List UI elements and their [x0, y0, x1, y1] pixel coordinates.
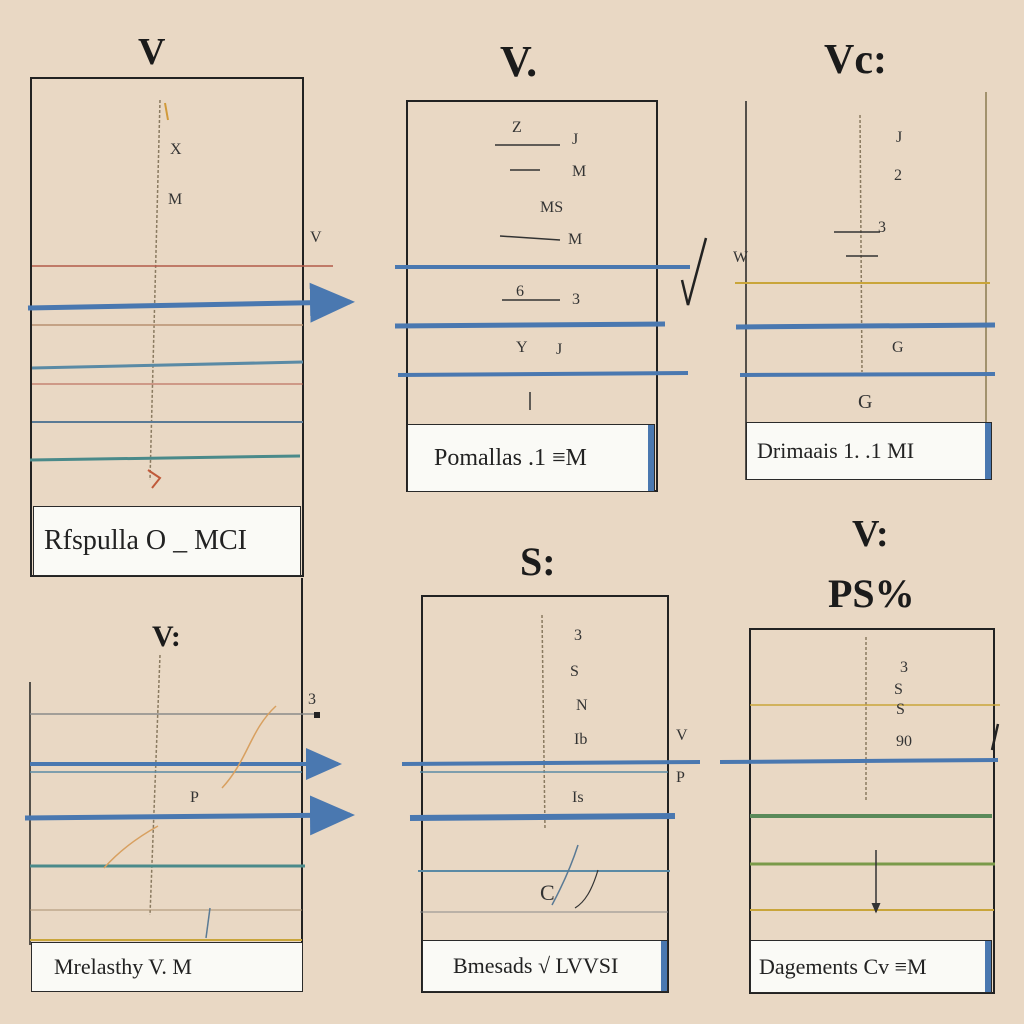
- panel-1-axis: [149, 99, 161, 481]
- panel-2-label-1: Z: [512, 119, 522, 136]
- panel-4: 3 P: [24, 578, 355, 990]
- panel-5-heading: S:: [520, 539, 556, 584]
- panel-3-label-1: J: [896, 129, 902, 146]
- panel-1-label-2: M: [168, 191, 182, 208]
- panel-4-label-1: 3: [308, 691, 316, 708]
- panel-2-blue-line-c: [397, 371, 689, 377]
- panel-6-heading: V:: [852, 513, 889, 555]
- panel-4-caption-text: Mrelasthy V. M: [54, 954, 192, 979]
- panel-5-label-7: P: [676, 769, 685, 786]
- panel-6-subheading: PS%: [828, 571, 915, 616]
- panel-1-line-c: [31, 360, 304, 370]
- panel-5-label-1: 3: [574, 627, 582, 644]
- panel-2-tick-3: [499, 235, 561, 241]
- panel-5-label-3: N: [576, 697, 588, 714]
- panel-2-heading: V.: [500, 37, 538, 86]
- panel-3-heading: Vc:: [824, 37, 887, 83]
- panel-6-frame: [749, 628, 995, 994]
- panel-2-caption: Pomallas .1 ≡M: [407, 424, 655, 492]
- panel-1-squiggle: [147, 469, 162, 489]
- panel-2-label-7: 3: [572, 291, 580, 308]
- panel-5-label-5: V: [676, 727, 688, 744]
- panel-2: Z J M MS M 6 3 Y J: [394, 100, 708, 492]
- panel-6-check: [990, 723, 1000, 751]
- panel-2-label-6: 6: [516, 283, 524, 300]
- panel-4-tick: [205, 907, 211, 939]
- panel-2-label-9: J: [556, 341, 562, 358]
- panel-5-axis: [541, 614, 546, 831]
- panel-5-label-6: Is: [572, 789, 584, 806]
- panel-1-line-f: [29, 454, 301, 462]
- panel-5-label-8: C: [540, 880, 555, 905]
- panel-6-label-4: 90: [896, 733, 912, 750]
- panel-5-label-2: S: [570, 663, 579, 680]
- panel-4-marker: [314, 712, 320, 718]
- panel-5: 3 S N Ib V Is P C: [401, 595, 701, 993]
- panel-4-heading: V:: [152, 620, 181, 653]
- panel-2-check-mark: [680, 237, 708, 306]
- panel-4-axis: [149, 654, 161, 916]
- panel-3-label-4: G: [892, 339, 904, 356]
- panel-5-label-4: Ib: [574, 731, 587, 748]
- panel-6-label-1: 3: [900, 659, 908, 676]
- panel-5-caption: Bmesads √ LVVSI: [422, 940, 668, 992]
- panel-5-curve-b: [574, 869, 599, 909]
- panel-5-blue-line-b: [409, 813, 676, 821]
- panel-6-label-3: S: [896, 701, 905, 718]
- panel-3-blue-line-a: [735, 322, 996, 330]
- panel-6-caption-text: Dagements Cv ≡M: [759, 953, 927, 979]
- panel-2-label-5: M: [568, 231, 582, 248]
- panel-1: X M V: [27, 77, 355, 577]
- panel-4-curve-a: [221, 705, 277, 789]
- panel-1-frame: [30, 77, 304, 577]
- panel-3-caption: Drimaais 1. .1 MI: [746, 422, 992, 480]
- panel-3-caption-text: Drimaais 1. .1 MI: [757, 438, 915, 463]
- panel-2-caption-text: Pomallas .1 ≡M: [434, 444, 587, 471]
- panel-5-caption-text: Bmesads √ LVVSI: [453, 953, 619, 978]
- panel-1-axis-tip: [164, 102, 169, 121]
- panel-1-blue-arrow: [27, 282, 355, 323]
- panel-3: J 2 3 G W G: [733, 92, 996, 480]
- panel-6: 3 S S 90: [719, 628, 1000, 994]
- panel-6-blue-line: [719, 758, 999, 764]
- panel-3-label-3: 3: [878, 219, 886, 236]
- panel-4-caption: Mrelasthy V. M: [31, 942, 303, 992]
- panel-3-label-6: G: [858, 391, 872, 413]
- panel-6-label-2: S: [894, 681, 903, 698]
- panel-2-blue-line-b: [394, 321, 666, 329]
- panel-3-blue-line-b: [739, 372, 996, 377]
- panel-1-caption-text: Rfspulla O _ MCI: [44, 525, 247, 556]
- panel-1-label-3: V: [310, 229, 322, 246]
- panel-2-label-8: Y: [516, 339, 528, 356]
- panel-5-curve: [551, 844, 579, 906]
- panel-5-blue-line-a: [401, 760, 701, 766]
- panel-3-label-5: W: [733, 249, 749, 266]
- panel-1-heading: V: [138, 31, 166, 73]
- panel-1-caption: Rfspulla O _ MCI: [33, 506, 301, 576]
- panel-4-blue-arrow-b: [24, 795, 355, 836]
- panel-4-label-2: P: [190, 789, 199, 806]
- panel-6-caption: Dagements Cv ≡M: [750, 940, 992, 993]
- panel-3-label-2: 2: [894, 167, 902, 184]
- panel-3-axis: [859, 114, 863, 373]
- panel-4-curve-b: [103, 825, 159, 869]
- panel-2-label-3: M: [572, 163, 586, 180]
- panel-5-frame: [421, 595, 669, 993]
- panel-2-label-4: MS: [540, 199, 563, 216]
- panel-2-label-2: J: [572, 131, 578, 148]
- panel-1-label-1: X: [170, 141, 182, 158]
